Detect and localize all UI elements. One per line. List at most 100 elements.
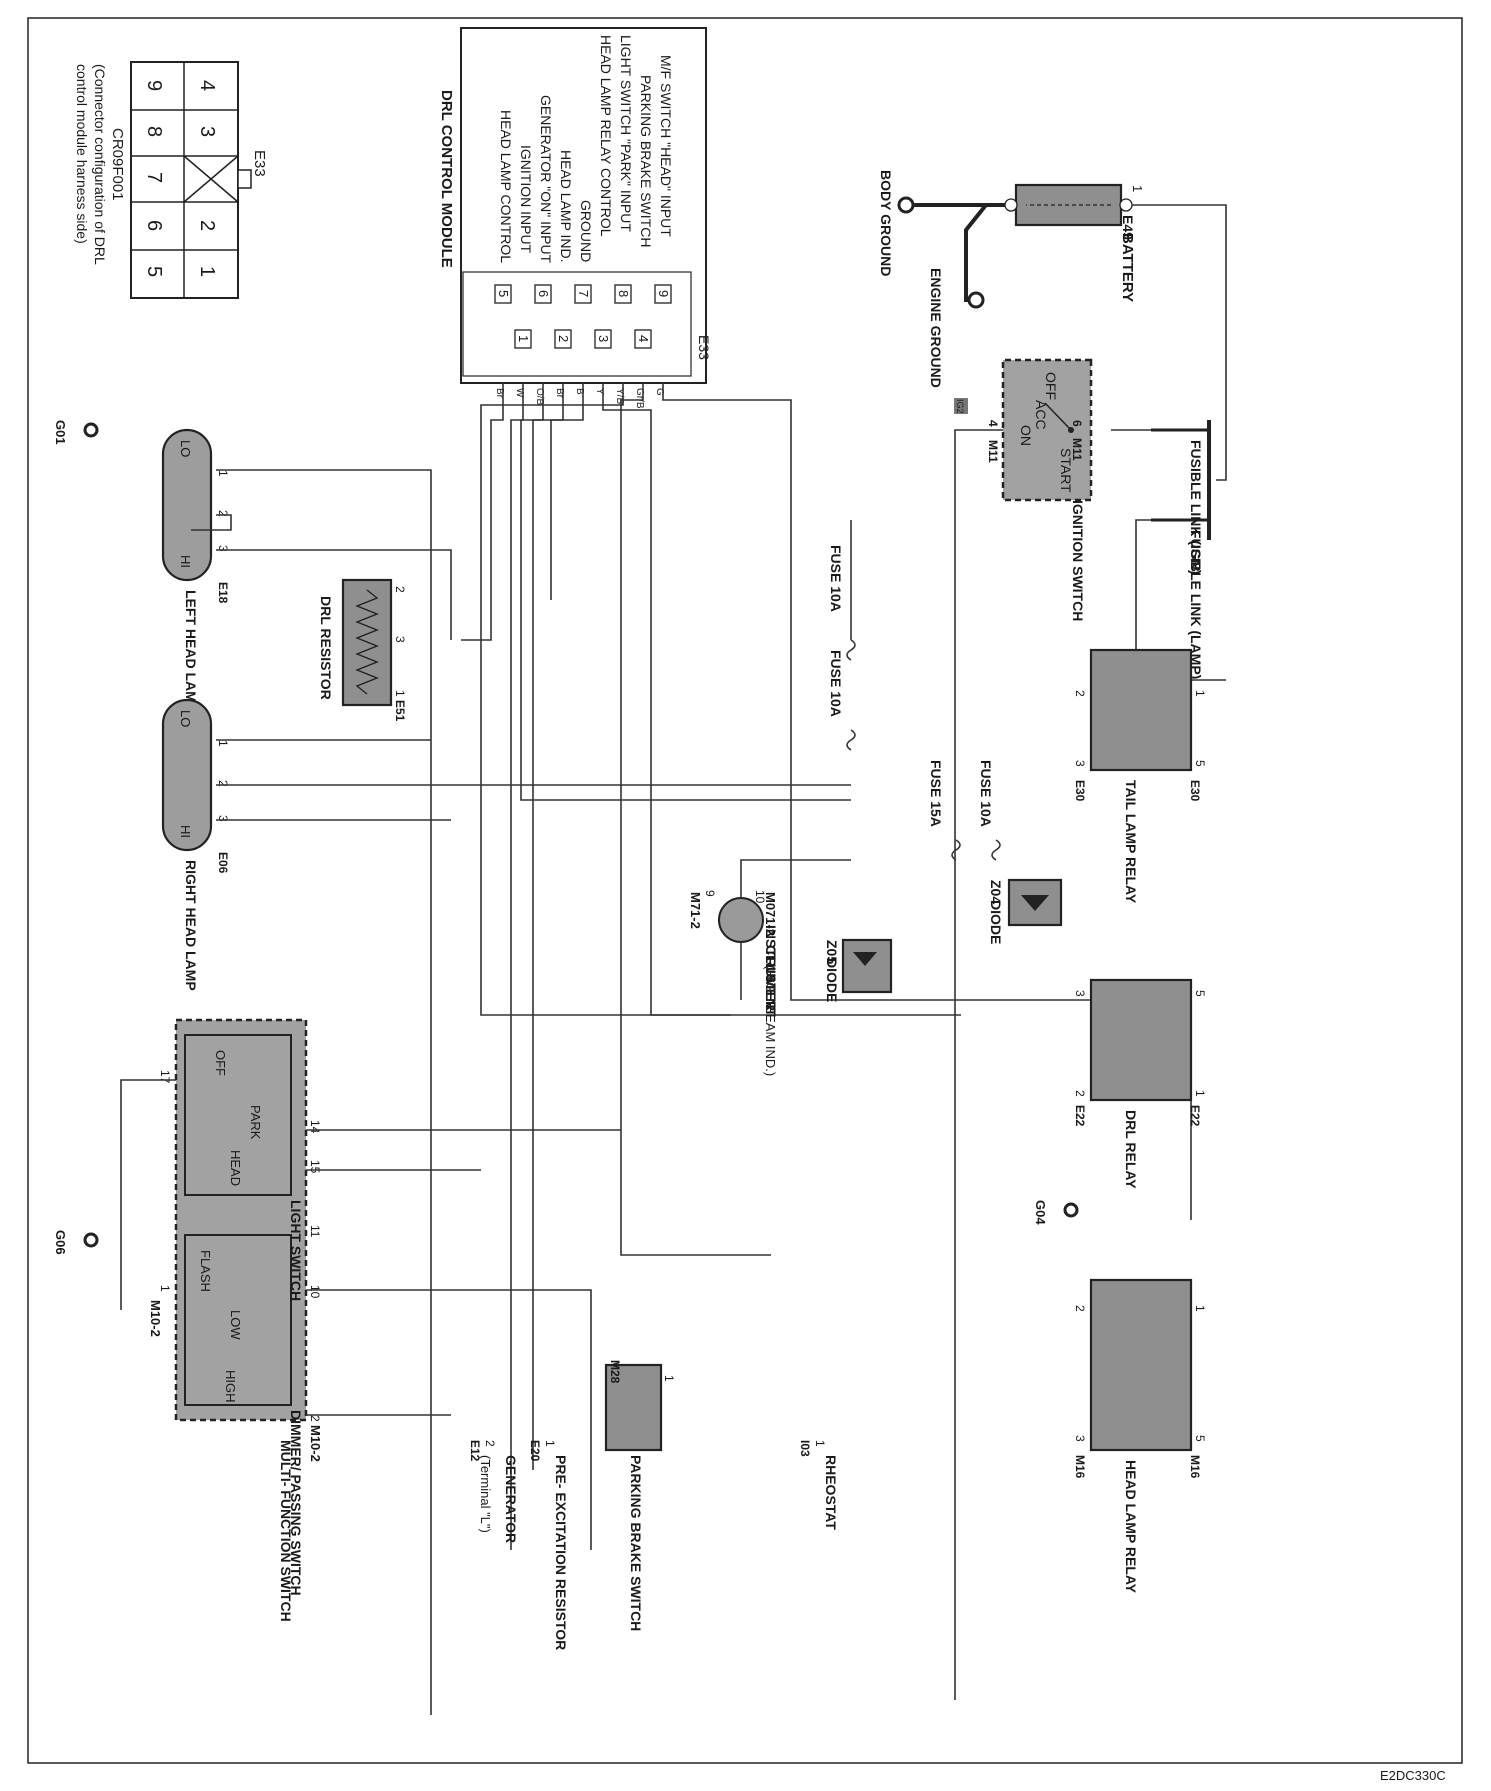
svg-text:2: 2 <box>393 586 407 593</box>
body-ground-icon <box>897 196 915 214</box>
svg-text:M71-2: M71-2 <box>688 892 703 929</box>
input-7: GROUND <box>578 200 594 262</box>
connector-note-2: control module harness side) <box>74 64 90 244</box>
svg-text:7: 7 <box>576 290 591 297</box>
g01-ground-icon <box>83 422 99 438</box>
pin-5: 5 <box>143 266 165 277</box>
svg-text:1: 1 <box>1193 1090 1207 1097</box>
svg-text:17: 17 <box>158 1070 172 1084</box>
multi-function-switch: OFF PARK HEAD 14 15 17 LIGHT SWITCH FLAS… <box>120 1018 621 1622</box>
part-number: CR09F001 <box>109 128 126 201</box>
multi-function-label: MULTI- FUNCTION SWITCH <box>278 1440 294 1622</box>
battery-label: BATTERY <box>1119 233 1136 302</box>
svg-text:5: 5 <box>1193 1435 1207 1442</box>
svg-text:M071-2: M071-2 <box>763 892 778 936</box>
pin-2: 2 <box>196 220 218 231</box>
svg-text:5: 5 <box>1193 760 1207 767</box>
svg-text:E20: E20 <box>528 1440 542 1462</box>
svg-text:3: 3 <box>216 545 230 552</box>
right-head-lamp-label: RIGHT HEAD LAMP <box>183 860 199 991</box>
svg-text:LO: LO <box>178 440 193 457</box>
connector-id: E33 <box>251 150 268 177</box>
svg-text:10: 10 <box>753 890 767 904</box>
left-head-lamp-label: LEFT HEAD LAMP <box>183 590 199 712</box>
svg-text:M10-2: M10-2 <box>308 1425 323 1462</box>
svg-text:3: 3 <box>216 815 230 822</box>
svg-text:11: 11 <box>308 1225 322 1238</box>
drl-relay-label: DRL RELAY <box>1123 1110 1139 1189</box>
svg-text:LOW: LOW <box>228 1310 243 1340</box>
left-head-lamp: LO HI 1 2 3 E18 LEFT HEAD LAMP <box>161 428 452 1715</box>
svg-text:OFF: OFF <box>213 1050 228 1076</box>
svg-text:10: 10 <box>308 1285 322 1299</box>
svg-text:PARK: PARK <box>248 1105 263 1140</box>
svg-text:E12: E12 <box>468 1440 482 1462</box>
svg-text:RHEOSTAT: RHEOSTAT <box>823 1455 839 1530</box>
svg-text:9: 9 <box>656 290 671 297</box>
svg-text:M10-2: M10-2 <box>148 1300 163 1337</box>
connector-view: 4 3 2 1 9 8 7 6 5 E33 CR09F001 (Connecto… <box>74 61 268 299</box>
svg-text:2: 2 <box>483 1440 497 1447</box>
svg-text:1: 1 <box>393 690 407 697</box>
svg-text:ACC: ACC <box>1033 400 1049 430</box>
svg-text:(HIGH BEAM IND.): (HIGH BEAM IND.) <box>763 965 778 1076</box>
svg-text:CLUSTER: CLUSTER <box>763 945 779 1011</box>
drl-control-module: DRL CONTROL MODULE E33 M/F SWITCH "HEAD"… <box>438 27 712 409</box>
svg-text:FLASH: FLASH <box>198 1250 213 1292</box>
svg-text:PRE- EXCITATION RESISTOR: PRE- EXCITATION RESISTOR <box>553 1455 569 1650</box>
svg-text:1: 1 <box>813 1440 827 1447</box>
battery: 1 E49 BATTERY BODY GROUND ENGINE GROUND <box>878 170 1227 481</box>
right-head-lamp: LO HI 1 2 3 E06 RIGHT HEAD LAMP <box>161 698 851 991</box>
svg-text:Z05: Z05 <box>824 940 840 964</box>
svg-text:HI: HI <box>178 825 193 838</box>
svg-text:14: 14 <box>308 1120 322 1134</box>
g06-ground-icon <box>83 1232 99 1248</box>
input-1: IGNITION INPUT <box>518 145 534 254</box>
svg-text:Br: Br <box>554 388 565 399</box>
instrument-cluster: 10 9 M071-2 M71-2 INSTRUMENT CLUSTER (HI… <box>688 859 851 1076</box>
svg-text:1: 1 <box>216 470 230 477</box>
ignition-switch: OFF ACC ON START 6 M11 4 M11 IGNITION SW… <box>954 358 1093 1700</box>
svg-text:2: 2 <box>556 335 571 342</box>
svg-text:M11: M11 <box>1070 438 1084 461</box>
svg-text:2: 2 <box>1073 1090 1087 1097</box>
svg-text:15: 15 <box>308 1160 322 1174</box>
svg-text:FUSE 10A: FUSE 10A <box>978 760 994 827</box>
pin-9: 9 <box>143 80 165 91</box>
head-lamp-relay: 1 2 3 5 M16 M16 HEAD LAMP RELAY <box>1073 1278 1207 1594</box>
input-5: HEAD LAMP CONTROL <box>498 110 514 263</box>
svg-text:GENERATOR: GENERATOR <box>503 1455 519 1543</box>
drl-relay: 1 2 3 5 E22 E22 DRL RELAY <box>1073 978 1207 1189</box>
svg-text:1: 1 <box>516 335 531 342</box>
ignition-switch-label: IGNITION SWITCH <box>1070 500 1086 621</box>
module-connector: E33 <box>696 335 712 360</box>
fusible-links: FUSIBLE LINK (IGN) FUSIBLE LINK (LAMP) <box>1111 420 1226 681</box>
engine-ground-icon <box>967 291 985 309</box>
battery-pin: 1 <box>1130 185 1145 192</box>
head-lamp-relay-label: HEAD LAMP RELAY <box>1123 1460 1139 1594</box>
svg-text:O/B: O/B <box>534 388 545 406</box>
svg-text:6: 6 <box>536 290 551 297</box>
pin-4: 4 <box>196 80 218 91</box>
battery-connector: E49 <box>1120 215 1136 240</box>
svg-text:M11: M11 <box>986 440 1000 463</box>
svg-text:Y: Y <box>594 388 605 395</box>
svg-text:1: 1 <box>158 1285 172 1292</box>
svg-text:2: 2 <box>216 780 230 787</box>
svg-text:5: 5 <box>496 290 511 297</box>
svg-text:E30: E30 <box>1188 780 1202 802</box>
svg-text:1: 1 <box>1193 690 1207 697</box>
svg-text:B: B <box>574 388 585 395</box>
svg-text:M28: M28 <box>608 1360 622 1384</box>
engine-ground-label: ENGINE GROUND <box>928 268 944 388</box>
drl-resistor: 2 3 1 E51 DRL RESISTOR <box>318 578 407 722</box>
pin-3: 3 <box>196 126 218 137</box>
svg-text:DIODE: DIODE <box>824 958 840 1002</box>
svg-text:6: 6 <box>1070 420 1084 427</box>
svg-text:W: W <box>514 388 525 398</box>
tail-lamp-relay: 1 2 3 5 E30 E30 TAIL LAMP RELAY <box>1073 648 1207 904</box>
svg-text:G01: G01 <box>53 420 68 445</box>
svg-text:E22: E22 <box>1188 1105 1202 1127</box>
svg-text:5: 5 <box>1193 990 1207 997</box>
